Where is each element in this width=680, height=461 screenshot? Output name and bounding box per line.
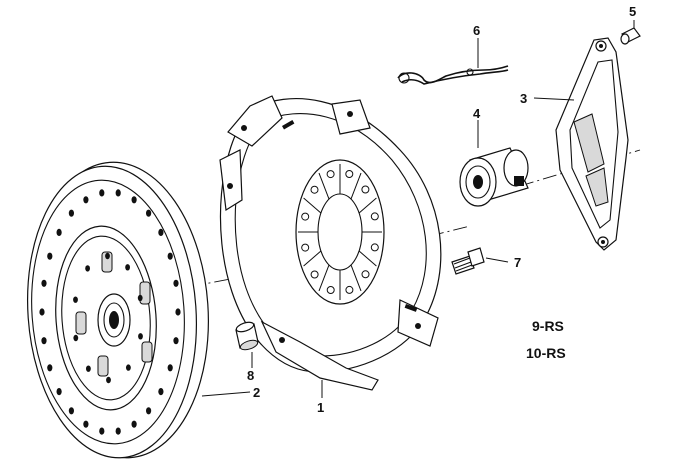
- rivet-hole: [99, 189, 105, 197]
- rivet-hole: [41, 337, 47, 345]
- release-lever-icon: [555, 37, 629, 251]
- dowel-sleeve-icon: [235, 321, 259, 351]
- hub-hole: [73, 334, 79, 342]
- spring-finger: [318, 264, 330, 292]
- finger-rivet: [370, 243, 379, 252]
- hub-hole: [125, 364, 131, 371]
- leader-lines: [201, 20, 635, 398]
- callout-2: 2: [253, 385, 260, 400]
- rivet-hole: [99, 427, 105, 435]
- callout-5: 5: [629, 4, 636, 19]
- rivet-hole: [167, 364, 173, 372]
- finger-rivet: [310, 185, 319, 194]
- rivet-hole: [115, 189, 121, 197]
- rivet-hole: [56, 388, 62, 396]
- callout-6: 6: [473, 23, 480, 38]
- bolt-icon: [451, 247, 485, 275]
- callout-8: 8: [247, 368, 254, 383]
- finger-rivet: [370, 212, 379, 221]
- callout-4: 4: [473, 106, 481, 121]
- finger-rivet: [345, 170, 354, 178]
- rivet-hole: [146, 209, 152, 217]
- spring-finger: [358, 250, 377, 267]
- rivet-hole: [175, 308, 181, 316]
- pivot-pin-icon: [620, 27, 641, 45]
- rivet-hole: [56, 228, 62, 236]
- rivet-hole: [167, 252, 173, 260]
- spring-finger: [303, 197, 322, 214]
- clutch-disc-icon: [26, 161, 209, 459]
- spring-finger: [358, 197, 377, 214]
- hub-hole: [125, 264, 130, 271]
- spring-finger: [318, 172, 330, 200]
- model-note-10rs: 10-RS: [526, 345, 566, 361]
- hub-window-holes: [73, 252, 143, 384]
- finger-rivet: [326, 170, 335, 179]
- retaining-spring-clip-icon: [397, 65, 509, 85]
- hub-hole: [105, 252, 110, 260]
- rivet-hole: [47, 364, 53, 372]
- disc-rivet-holes: [39, 189, 181, 435]
- rivet-hole: [83, 196, 89, 204]
- rivet-hole: [39, 308, 45, 316]
- finger-rivet: [301, 243, 310, 252]
- rivet-hole: [131, 196, 137, 204]
- rivet-hole: [68, 407, 74, 415]
- rivet-hole: [131, 420, 137, 428]
- finger-rivet: [326, 286, 335, 294]
- callout-7: 7: [514, 255, 521, 270]
- hub-hole: [73, 296, 78, 303]
- rivet-hole: [41, 279, 47, 287]
- finger-rivet: [361, 270, 370, 279]
- rivet-hole: [115, 427, 121, 435]
- rivet-hole: [68, 209, 74, 217]
- spring-finger: [350, 264, 362, 292]
- hub-hole: [138, 333, 143, 340]
- clutch-pressure-plate-icon: [219, 95, 442, 391]
- finger-rivet: [301, 212, 310, 221]
- rivet-hole: [158, 388, 164, 396]
- hub-hole: [86, 365, 91, 372]
- rivet-hole: [83, 420, 89, 428]
- callout-1: 1: [317, 400, 324, 415]
- finger-rivet: [310, 270, 319, 279]
- spring-finger: [350, 172, 362, 200]
- release-bearing-icon: [459, 147, 529, 207]
- hub-hole: [106, 376, 111, 384]
- rivet-hole: [173, 337, 179, 345]
- callout-3: 3: [520, 91, 527, 106]
- rivet-hole: [173, 279, 179, 287]
- rivet-hole: [146, 407, 152, 415]
- rivet-hole: [47, 252, 53, 260]
- finger-rivet: [345, 285, 354, 294]
- diaphragm-spring-fingers: [298, 164, 382, 300]
- rivet-hole: [158, 228, 164, 236]
- hub-hole: [137, 294, 143, 302]
- finger-rivet: [361, 185, 370, 194]
- model-note-9rs: 9-RS: [532, 318, 564, 334]
- spring-finger: [303, 250, 322, 267]
- hub-hole: [85, 265, 90, 272]
